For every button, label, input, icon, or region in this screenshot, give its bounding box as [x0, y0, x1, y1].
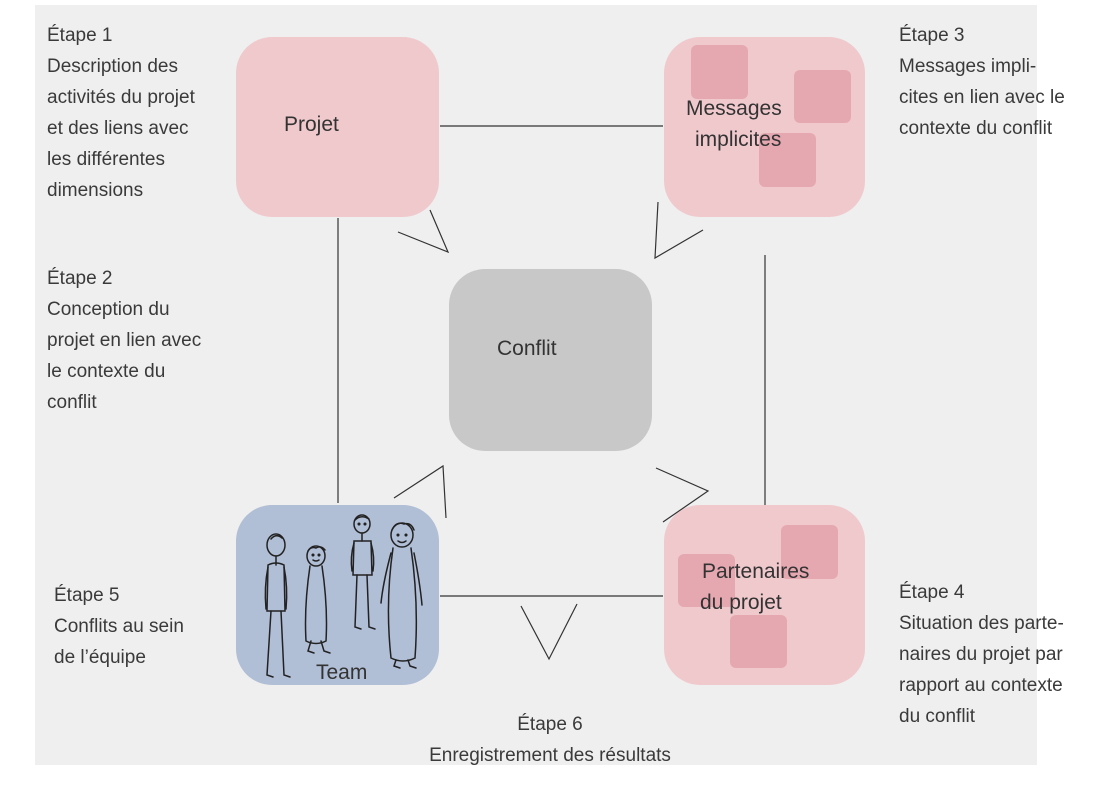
node-projet-label: Projet: [284, 113, 339, 136]
arrowhead-top-right: [654, 201, 704, 260]
node-team: Team: [236, 505, 439, 685]
pink-square: [691, 45, 748, 99]
arrowhead-bottom: [520, 603, 578, 661]
node-messages-label-line2: implicites: [695, 128, 782, 151]
node-partenaires: Partenaires du projet: [664, 505, 865, 685]
step2-title: Étape 2: [47, 268, 113, 289]
step4-text: Étape 4 Situation des parte- naires du p…: [899, 577, 1064, 732]
arrowhead-bottom-left: [393, 464, 447, 519]
pink-square: [730, 615, 787, 668]
step4-line: naires du projet par: [899, 644, 1063, 665]
step1-line: Description des: [47, 56, 178, 77]
step1-line: et des liens avec: [47, 118, 189, 139]
step2-line: projet en lien avec: [47, 330, 202, 351]
step3-line: Messages impli-: [899, 56, 1037, 77]
step4-line: rapport au contexte: [899, 675, 1063, 696]
node-projet: Projet: [236, 37, 439, 217]
node-conflit-label: Conflit: [497, 337, 557, 360]
node-partenaires-label-line2: du projet: [700, 591, 782, 614]
pink-square: [781, 525, 838, 579]
step5-line: de l’équipe: [54, 647, 146, 668]
node-team-label: Team: [316, 661, 368, 684]
step3-title: Étape 3: [899, 25, 965, 46]
stick-figures-illustration: [264, 514, 423, 678]
pink-square: [678, 554, 735, 607]
step1-line: dimensions: [47, 180, 144, 201]
step2-text: Étape 2 Conception du projet en lien ave…: [47, 263, 201, 418]
step5-title: Étape 5: [54, 585, 120, 606]
step2-line: le contexte du: [47, 361, 166, 382]
step6-title: Étape 6: [517, 714, 583, 735]
step3-line: contexte du conflit: [899, 118, 1053, 139]
step4-line: du conflit: [899, 706, 976, 727]
node-partenaires-label-line1: Partenaires: [702, 560, 810, 583]
step4-title: Étape 4: [899, 582, 965, 603]
step2-line: conflit: [47, 392, 97, 413]
step1-title: Étape 1: [47, 25, 113, 46]
node-conflit: Conflit: [449, 269, 652, 451]
pink-square: [794, 70, 851, 123]
step3-text: Étape 3 Messages impli- cites en lien av…: [899, 20, 1065, 144]
step5-line: Conflits au sein: [54, 616, 184, 637]
step2-line: Conception du: [47, 299, 170, 320]
node-messages-implicites: Messages implicites: [664, 37, 865, 217]
step6-text: Étape 6 Enregistrement des résultats: [390, 709, 710, 771]
pink-square: [759, 133, 816, 187]
step4-line: Situation des parte-: [899, 613, 1064, 634]
step6-line: Enregistrement des résultats: [429, 745, 671, 766]
step1-line: activités du projet: [47, 87, 195, 108]
step1-line: les différentes: [47, 149, 165, 170]
step3-line: cites en lien avec le: [899, 87, 1065, 108]
step5-text: Étape 5 Conflits au sein de l’équipe: [54, 580, 184, 673]
step1-text: Étape 1 Description des activités du pro…: [47, 20, 195, 206]
node-messages-label-line1: Messages: [686, 97, 782, 120]
arrowhead-top-left: [397, 209, 450, 254]
